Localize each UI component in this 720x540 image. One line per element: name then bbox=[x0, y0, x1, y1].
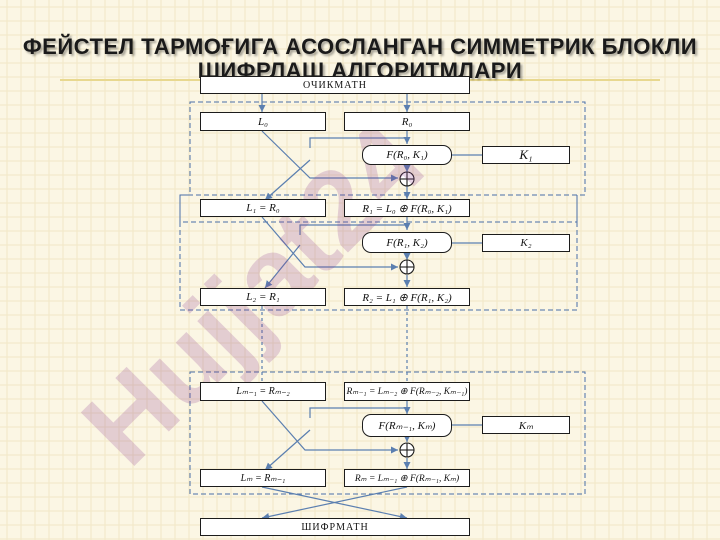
xor-icon bbox=[399, 259, 415, 275]
plaintext-box: ОЧИКМАТН bbox=[200, 76, 470, 94]
km-key-box: Kₘ bbox=[482, 416, 570, 434]
connector bbox=[309, 137, 407, 148]
l0-box: L₀ bbox=[200, 112, 326, 131]
connector bbox=[309, 407, 407, 418]
f1-function-box: F(R₀, K₁) bbox=[362, 145, 452, 165]
lm-box: Lₘ = Rₘ₋₁ bbox=[200, 469, 326, 487]
connector bbox=[264, 244, 301, 289]
r2-box: R₂ = L₁ ⊕ F(R₁, K₂) bbox=[344, 288, 470, 306]
connector bbox=[261, 486, 408, 521]
f2-function-box: F(R₁, K₂) bbox=[362, 232, 452, 253]
r1-box: R₁ = L₀ ⊕ F(R₀, K₁) bbox=[344, 199, 470, 217]
rm1-box: Rₘ₋₁ = Lₘ₋₂ ⊕ F(Rₘ₋₂, Kₘ₋₁) bbox=[344, 382, 470, 401]
xor-symbols bbox=[399, 171, 415, 458]
r0-box: R₀ bbox=[344, 112, 470, 131]
ciphertext-box: ШИФРМАТН bbox=[200, 518, 470, 536]
connector bbox=[261, 400, 398, 454]
connector bbox=[261, 216, 398, 271]
connector bbox=[299, 224, 407, 235]
connector bbox=[264, 429, 311, 471]
roundm-frame bbox=[189, 371, 586, 495]
xor-icon bbox=[399, 442, 415, 458]
k2-key-box: K₂ bbox=[482, 234, 570, 252]
fm-function-box: F(Rₘ₋₁, Kₘ) bbox=[362, 414, 452, 437]
connector bbox=[261, 130, 398, 182]
k1-key-box: K₁ bbox=[482, 146, 570, 164]
round-frames bbox=[179, 101, 586, 495]
connectors bbox=[258, 94, 482, 521]
connector bbox=[264, 159, 311, 201]
l2-box: L₂ = R₁ bbox=[200, 288, 326, 306]
l1-box: L₁ = R₀ bbox=[200, 199, 326, 217]
page-title-line1: ФЕЙСТЕЛ ТАРМОҒИГА АСОСЛАНГАН СИММЕТРИК Б… bbox=[22, 34, 698, 59]
lm1-box: Lₘ₋₁ = Rₘ₋₂ bbox=[200, 382, 326, 401]
rm-box: Rₘ = Lₘ₋₁ ⊕ F(Rₘ₋₁, Kₘ) bbox=[344, 469, 470, 487]
xor-icon bbox=[399, 171, 415, 187]
